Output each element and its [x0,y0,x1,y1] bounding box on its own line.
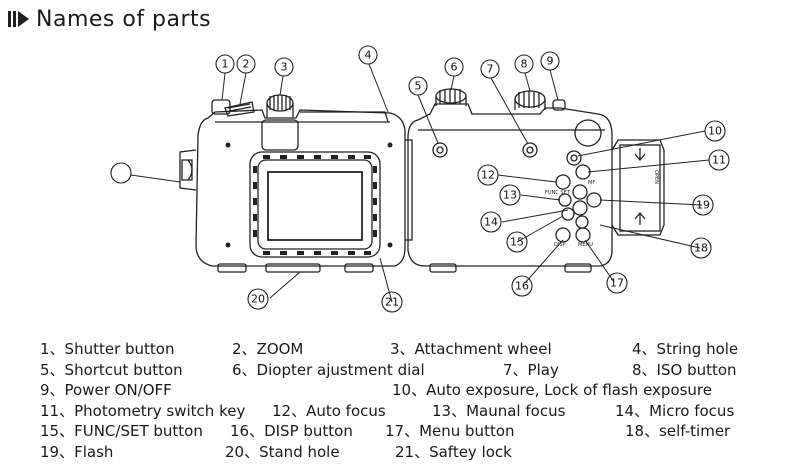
label-open: OPEN [653,170,659,184]
callout-12: 12 [481,169,495,182]
callout-11: 11 [712,154,726,167]
legend-item: 10、Auto exposure, Lock of flash exposure [392,381,713,399]
legend-item: 12、Auto focus [272,401,386,420]
legend-item: 21、Saftey lock [395,442,512,461]
callout-2: 2 [243,58,250,71]
callout-14: 14 [484,216,498,229]
legend-row: 11、Photometry switch key 12、Auto focus 1… [40,400,800,421]
legend-item: 6、Diopter ajustment dial [232,360,425,379]
legend-item: 7、Play [503,360,559,379]
legend-item: 1、Shutter button [40,340,175,358]
callout-21: 21 [385,296,399,309]
callout-8: 8 [521,58,528,71]
legend-row: 19、Flash 20、Stand hole 21、Saftey lock [40,441,800,462]
legend-item: 19、Flash [40,442,114,461]
legend-item: 18、self-timer [625,422,731,440]
legend-row: 1、Shutter button 2、ZOOM 3、Attachment whe… [40,338,800,359]
callout-19: 19 [696,199,710,212]
legend-item: 17、Menu button [385,422,515,440]
callout-16: 16 [515,280,529,293]
legend-item: 8、ISO button [632,360,737,379]
callout-4: 4 [365,49,372,62]
label-func-set: FUNC SET [545,190,571,196]
back-housing [407,88,665,273]
legend-row: 5、Shortcut button 6、Diopter ajustment di… [40,359,800,380]
callout-10: 10 [708,125,722,138]
callout-6: 6 [451,61,458,74]
callout-circles [110,45,730,313]
legend-item: 14、Micro focus [615,401,735,420]
legend-item: 15、FUNC/SET button [40,422,203,440]
label-menu: MENU [578,242,593,248]
callout-5: 5 [415,80,422,93]
housing-diagram: 1 2 3 4 5 6 7 8 9 10 11 12 13 14 15 16 1… [110,45,730,313]
legend-item: 5、Shortcut button [40,360,183,379]
front-housing [179,94,413,273]
legend-row: 9、Power ON/OFF 10、Auto exposure, Lock of… [40,379,800,400]
callout-17: 17 [610,277,624,290]
callout-3: 3 [281,61,288,74]
legend-item: 11、Photometry switch key [40,401,246,420]
title-bar: Names of parts [8,4,211,34]
callout-numbers: 1 2 3 4 5 6 7 8 9 10 11 12 13 14 15 16 1… [222,49,727,309]
legend-item: 16、DISP button [230,422,353,440]
legend-row: 15、FUNC/SET button 16、DISP button 17、Men… [40,420,800,441]
legend-item: 20、Stand hole [225,442,340,461]
callout-18: 18 [694,242,708,255]
callout-15: 15 [510,236,524,249]
legend-item: 13、Maunal focus [432,401,566,420]
parts-legend: 1、Shutter button 2、ZOOM 3、Attachment whe… [40,338,800,461]
housing-printed-labels: FUNC SET DISP MENU MF OPEN [545,170,659,248]
legend-item: 4、String hole [632,340,739,358]
callout-7: 7 [487,63,494,76]
callout-13: 13 [503,189,517,202]
legend-item: 3、Attachment wheel [390,340,552,358]
label-mf: MF [588,180,595,186]
page-title: Names of parts [36,6,212,32]
callout-1: 1 [222,58,229,71]
legend-item: 9、Power ON/OFF [40,381,172,399]
label-disp: DISP [554,242,566,248]
legend-item: 2、ZOOM [232,340,304,358]
callout-9: 9 [547,55,554,68]
leader-lines [130,63,710,303]
callout-20: 20 [251,293,265,306]
title-arrow-icon [8,11,29,27]
